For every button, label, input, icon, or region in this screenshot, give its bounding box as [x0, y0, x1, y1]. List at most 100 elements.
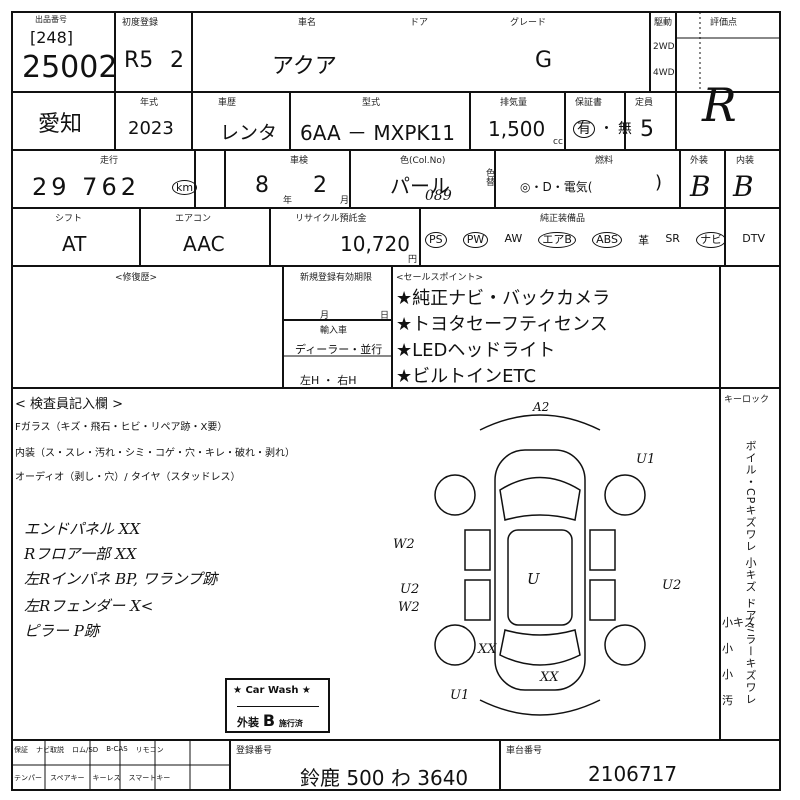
year-label: 年式: [140, 98, 159, 108]
expiry-label: 新規登録有効期限: [300, 273, 373, 283]
equip-leather: 革: [638, 234, 650, 247]
ext-label: 外装: [690, 156, 709, 166]
footer-cols: 保証 ナビ取説 ロム/SD B-CAS リモコン: [14, 745, 164, 755]
front-left-door: [464, 529, 491, 571]
mark: U1: [450, 688, 470, 703]
stamp-title: ★ Car Wash ★: [233, 685, 311, 696]
small-note: 小キズ: [722, 616, 755, 629]
lot-number: 25002: [22, 50, 118, 85]
footer-col: 保証: [14, 746, 28, 754]
int-score: B: [733, 170, 754, 203]
plate-label: 登録番号: [236, 746, 273, 756]
int-label: 内装: [736, 156, 755, 166]
model: 6AA － MXPK11: [300, 121, 455, 145]
note: 左Rインパネ BP, ワランプ跡: [24, 570, 218, 588]
chassis-label: 車台番号: [506, 746, 543, 756]
mileage-label: 走行: [100, 156, 119, 166]
note: ピラー P跡: [24, 622, 99, 640]
expiry-day: 日: [380, 311, 390, 321]
month-unit: 月: [340, 196, 350, 206]
purpose-label: 車歴: [218, 98, 237, 108]
footer-col: テンパー: [14, 774, 42, 782]
ac-label: エアコン: [175, 214, 212, 224]
first-reg-month: 2: [170, 48, 184, 73]
mark: U1: [636, 452, 656, 467]
rear-right-wheel: [604, 624, 646, 666]
equip-ps: PS: [425, 232, 447, 248]
rear-window: [499, 629, 581, 666]
stamp-body: 外装 B 施行済: [237, 706, 319, 730]
sales-points: ★純正ナビ・バックカメラ ★トヨタセーフティセンス ★LEDヘッドライト ★ビル…: [396, 286, 610, 390]
sales-point: ★トヨタセーフティセンス: [396, 314, 608, 335]
change-label: 色替: [484, 168, 494, 186]
footer-col: スペアキー: [50, 774, 85, 782]
rear-left-door: [464, 579, 491, 621]
recycle-label: リサイクル預託金: [295, 214, 367, 224]
car-wash-stamp: ★ Car Wash ★ 外装 B 施行済: [225, 678, 330, 733]
footer-col: ナビ取説: [36, 746, 64, 754]
mark: XX: [478, 642, 497, 657]
seats: 5: [640, 117, 654, 142]
fuel-label: 燃料: [595, 156, 614, 166]
km-unit: km: [172, 180, 198, 195]
sales-point: ★純正ナビ・バックカメラ: [396, 288, 611, 309]
mark: XX: [540, 670, 559, 685]
front-right-door: [589, 529, 616, 571]
equipment-list: PS PW AW エアB ABS 革 SR ナビ DTV: [425, 232, 765, 248]
roof: [507, 529, 573, 626]
front-bumper-outline: [479, 414, 601, 431]
front-left-wheel: [434, 474, 476, 516]
seats-label: 定員: [635, 98, 654, 108]
plate: 鈴鹿 500 わ 3640: [300, 766, 469, 790]
drive-label: 駆動: [654, 18, 673, 28]
color-label: 色(Col.No): [400, 156, 446, 166]
lot-label: [248]: [30, 28, 74, 47]
year-unit: 年: [283, 196, 293, 206]
mark: U2: [662, 578, 682, 593]
model-label: 型式: [362, 98, 381, 108]
footer-cols2: テンパー スペアキー キーレス スマートキー: [14, 773, 170, 783]
import-label: 輸入車: [320, 326, 348, 336]
sales-point: ★ビルトインETC: [396, 366, 537, 387]
equip-sr: SR: [665, 232, 680, 245]
sales-label: <セールスポイント>: [396, 273, 484, 283]
mark: A2: [533, 400, 550, 414]
equip-abs: ABS: [592, 232, 622, 248]
footer-col: B-CAS: [106, 745, 128, 753]
keyless-label: キーロック: [724, 395, 770, 405]
color: パール: [390, 174, 450, 198]
sales-point: ★LEDヘッドライト: [396, 340, 556, 361]
car-diagram: [434, 414, 646, 716]
rear-right-door: [589, 579, 616, 621]
ext-score: B: [690, 170, 711, 203]
yen-unit: 円: [408, 255, 418, 265]
score-label: 評価点: [710, 18, 738, 28]
equip-navi: ナビ: [696, 232, 727, 248]
note: エンドパネル XX: [24, 520, 141, 538]
ac: AAC: [183, 232, 225, 256]
cc-unit: cc: [553, 137, 563, 147]
purpose: レンタ: [220, 122, 278, 144]
warranty-label: 保証書: [575, 98, 603, 108]
stamp-grade: B: [262, 711, 276, 730]
inspection-title: < 検査員記入欄 >: [15, 397, 124, 412]
drive-4wd: 4WD: [653, 68, 675, 78]
footer-col: ロム/SD: [72, 746, 99, 754]
stamp-text: 外装: [237, 716, 259, 729]
right-small-notes: 小キズ 小 小 汚: [722, 610, 755, 714]
equip-dtv: DTV: [742, 232, 765, 245]
drive-2wd: 2WD: [653, 42, 675, 52]
small-note: 小: [722, 642, 733, 655]
inspect-label: 車検: [290, 156, 309, 166]
score: R: [702, 78, 737, 132]
first-reg: R5: [124, 48, 154, 73]
recycle: 10,720: [340, 232, 410, 256]
footer-col: キーレス: [92, 774, 121, 782]
expiry-month: 月: [320, 311, 330, 321]
displacement: 1,500: [488, 117, 546, 141]
body-outline: [494, 449, 586, 691]
inspection-line1: Fガラス（キズ・飛石・ヒビ・リペア跡・X要）: [15, 422, 228, 433]
car-name: アクア: [272, 54, 337, 79]
small-note: 汚: [722, 694, 733, 707]
